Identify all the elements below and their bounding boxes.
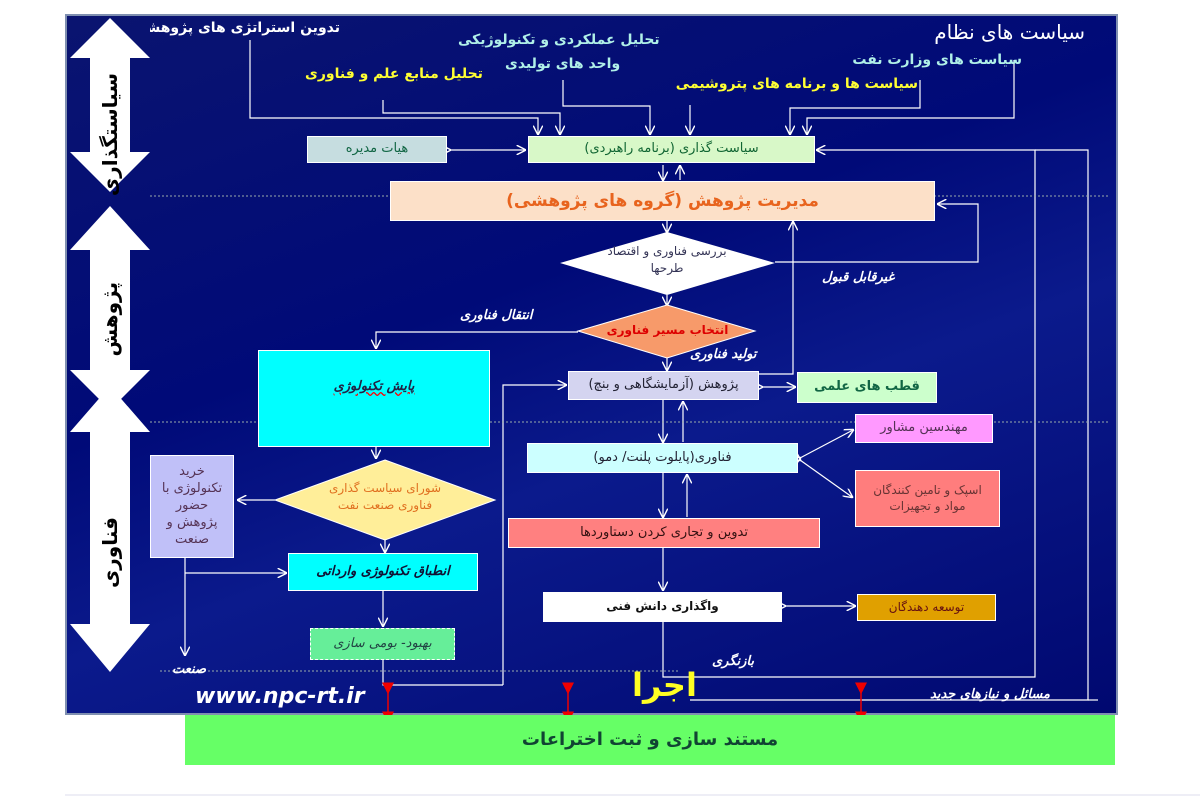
phase-arrows	[70, 18, 150, 672]
localization-box[interactable]: بهبود- بومی سازی	[310, 628, 455, 660]
policy-box[interactable]: سیاست گذاری (برنامه راهبردی)	[528, 136, 815, 163]
performance-analysis-label: تحلیل عملکردی و تکنولوژیکی	[458, 32, 660, 48]
suppliers-box[interactable]: اسپک و تامین کنندگان مواد و تجهیزات	[855, 470, 1000, 527]
technology-monitoring-box[interactable]: پایش تکنولوژی	[258, 350, 490, 447]
production-units-label: واحد های تولیدی	[505, 56, 621, 72]
board-box[interactable]: هیات مدیره	[307, 136, 447, 163]
commercialization-box[interactable]: تدوین و تجاری کردن دستاوردها	[508, 518, 820, 548]
council-diamond-text[interactable]: شورای سیاست گذاری فناوری صنعت نفت	[328, 481, 442, 512]
petrochem-policies-label: سیاست ها و برنامه های پتروشیمی	[675, 76, 918, 92]
execution-label: اجرا	[632, 666, 697, 704]
strategy-label: تدوین استراتژی های پژوهشی	[150, 20, 340, 36]
imported-tech-adaptation-box[interactable]: انطباق تکنولوژی وارداتی	[288, 553, 478, 591]
consultants-box[interactable]: مهندسین مشاور	[855, 414, 993, 443]
phase-label-policy: سیاستگذاری	[98, 73, 122, 197]
technology-purchase-box[interactable]: خرید تکنولوژی با حضور پژوهش و صنعت	[150, 455, 234, 558]
developers-box[interactable]: توسعه دهندگان	[857, 594, 996, 621]
research-lab-box[interactable]: پژوهش (آزمایشگاهی و بنچ)	[568, 371, 759, 400]
scientific-poles-box[interactable]: قطب های علمی	[797, 372, 937, 403]
pilot-plant-box[interactable]: فناوری(پایلوت پلنت/ دمو)	[527, 443, 798, 473]
phase-label-technology: فناوری	[98, 517, 122, 589]
new-needs-label: مسائل و نیازهای جدید	[930, 687, 1050, 702]
website-link[interactable]: www.npc-rt.ir	[195, 684, 365, 709]
review-diamond-text[interactable]: بررسی فناوری و اقتصاد طرحها	[607, 244, 727, 275]
resources-analysis-label: تحلیل منابع علم و فناوری	[305, 66, 483, 82]
research-management-box[interactable]: مدیریت پژوهش (گروه های پژوهشی)	[390, 181, 935, 221]
knowhow-transfer-box[interactable]: واگذاری دانش فنی	[543, 592, 782, 622]
tech-transfer-label: انتقال فناوری	[460, 308, 533, 323]
route-diamond-text[interactable]: انتخاب مسیر فناوری	[606, 323, 729, 337]
rejected-label: غیرقابل قبول	[822, 270, 895, 285]
oil-ministry-policies-label: سیاست های وزارت نفت	[852, 52, 1022, 68]
revision-label: بازنگری	[712, 654, 755, 669]
phase-label-research: پژوهش	[98, 282, 122, 357]
system-policies-label: سیاست های نظام	[934, 20, 1085, 44]
documentation-patents-bar[interactable]: مستند سازی و ثبت اختراعات	[185, 715, 1115, 765]
industry-label: صنعت	[172, 662, 206, 677]
tech-production-label: تولید فناوری	[690, 347, 757, 362]
